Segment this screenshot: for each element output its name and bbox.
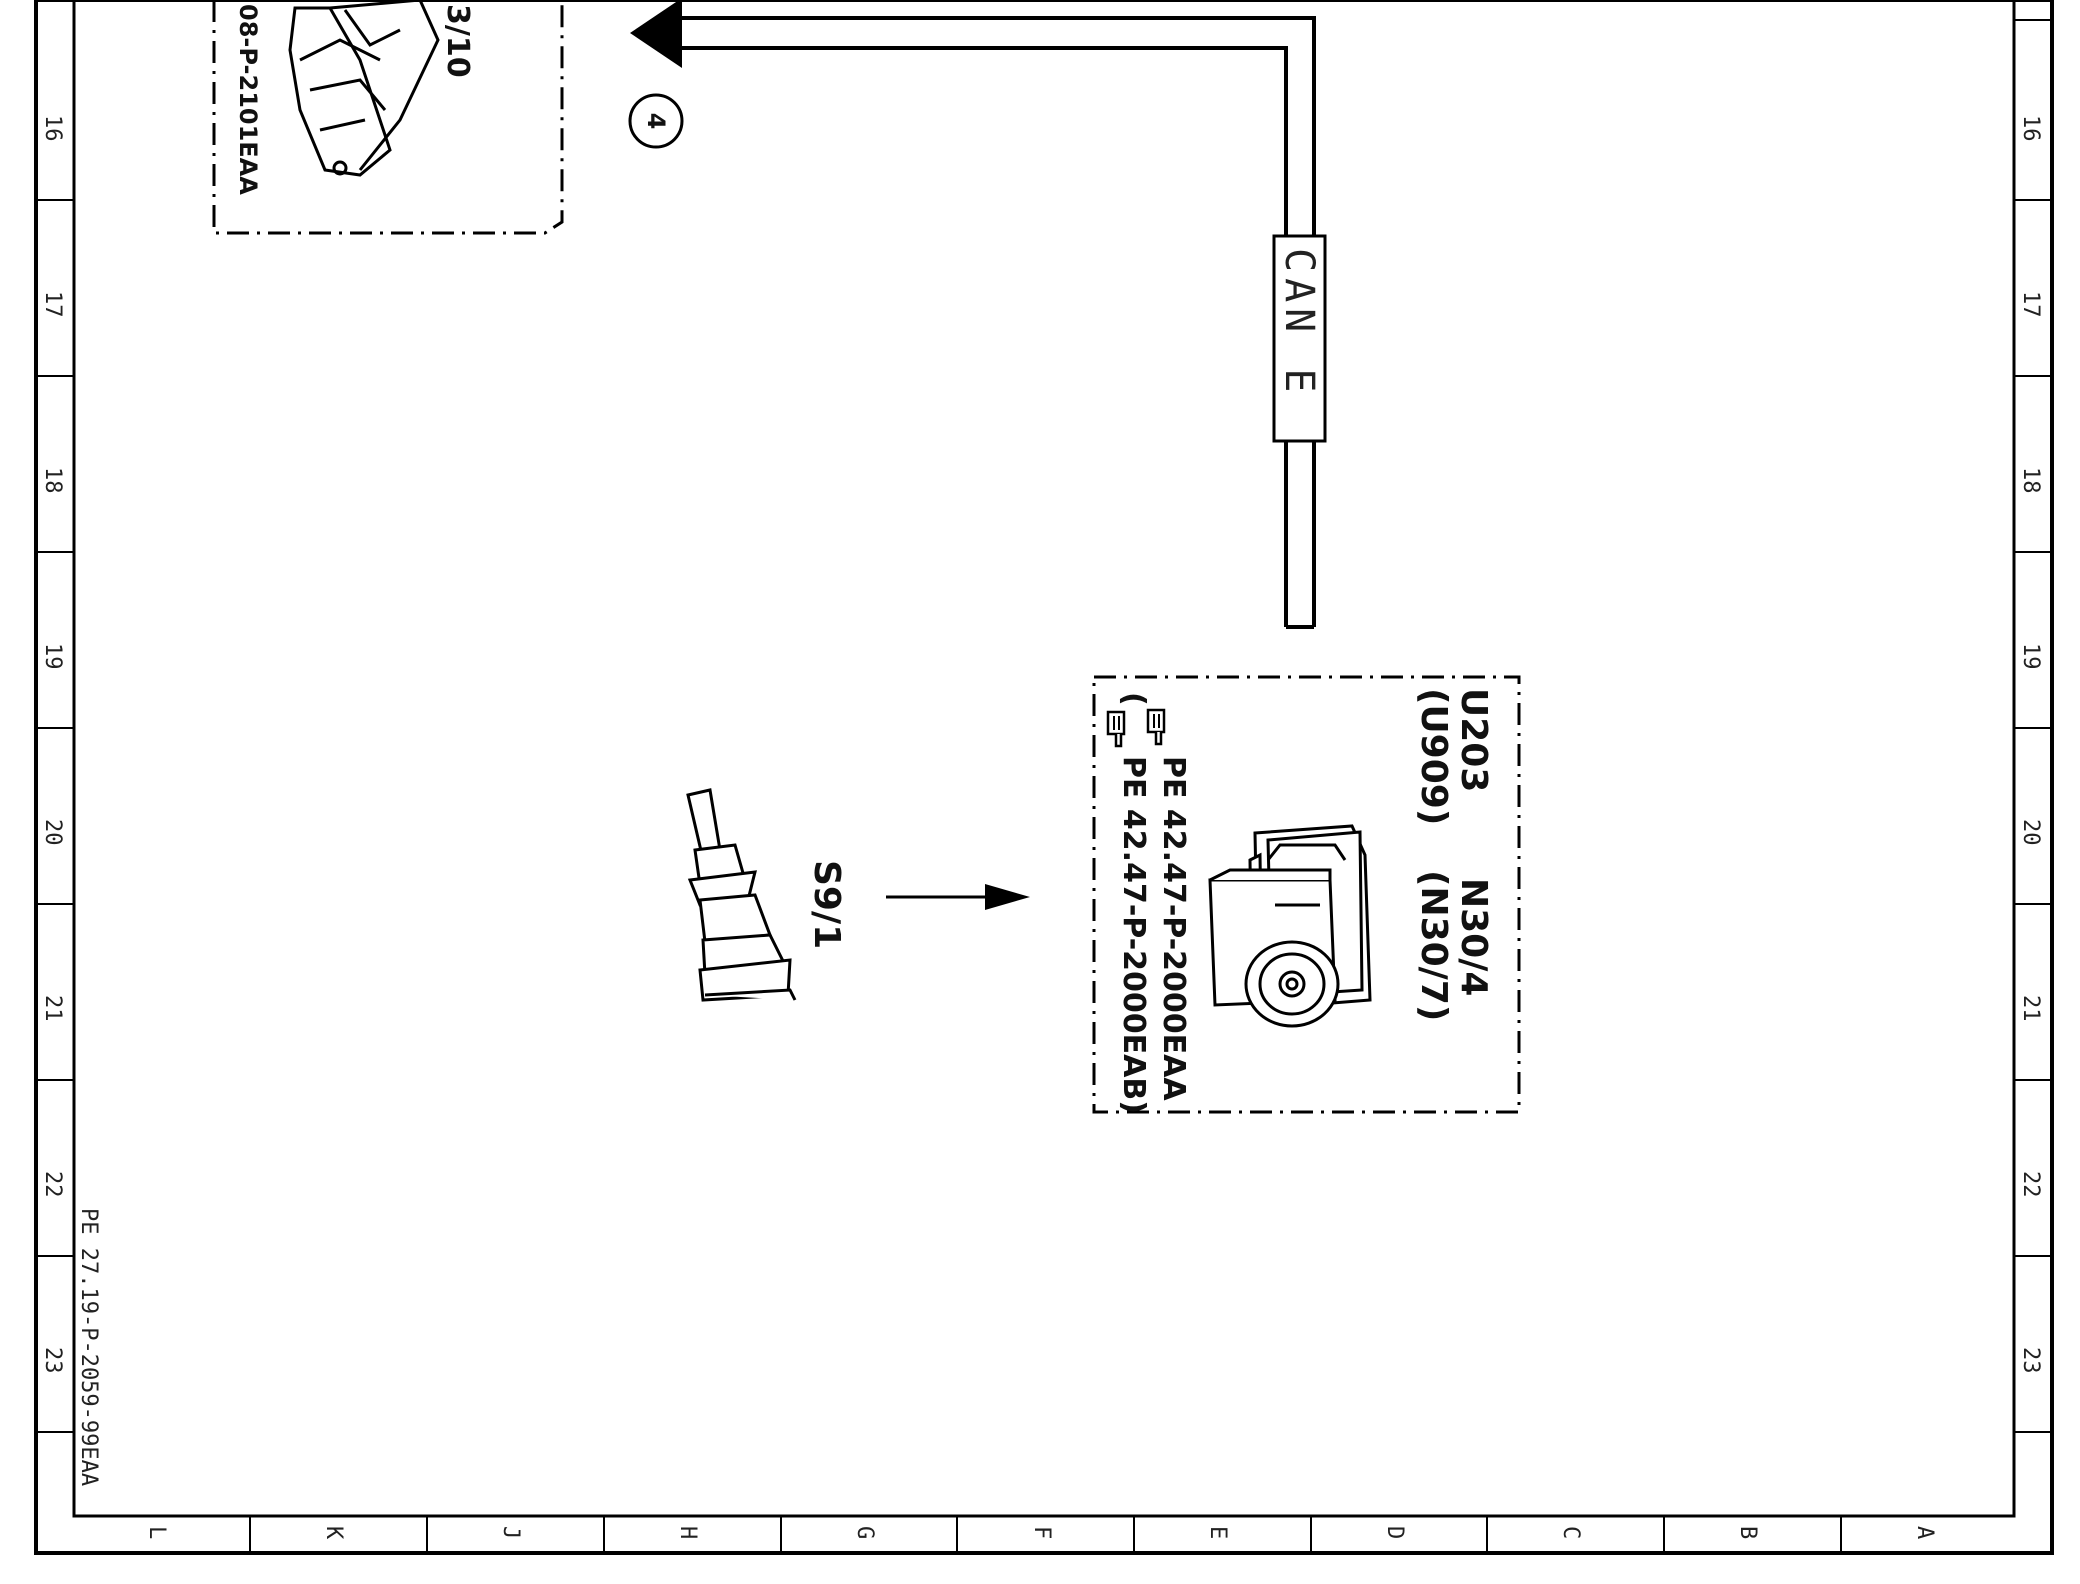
control-unit-code: N30/4 xyxy=(1453,878,1494,996)
column-label-K: K xyxy=(321,1526,346,1540)
outer-frame xyxy=(34,0,2054,1555)
top-component-ref: 08-P-2101EAA xyxy=(234,4,262,195)
top-module-icon xyxy=(288,0,440,177)
pointing-hand-icon xyxy=(1146,708,1166,746)
can-bus-label-box: CAN E xyxy=(1272,234,1327,443)
switch-icon xyxy=(686,788,797,1002)
row-ticks xyxy=(36,19,2052,1433)
control-unit-ref-alt-prefix: ( xyxy=(1116,692,1151,706)
row-label-23: 23 xyxy=(40,1347,65,1374)
row-label-21-right: 21 xyxy=(2018,995,2043,1022)
document-id: PE 27.19-P-2059-99EAA xyxy=(76,1208,101,1486)
column-label-A: A xyxy=(1912,1526,1937,1539)
row-label-22-right: 22 xyxy=(2018,1171,2043,1198)
row-label-20-right: 20 xyxy=(2018,819,2043,846)
control-unit-variant-alt: (U909) xyxy=(1413,688,1454,825)
row-label-17: 17 xyxy=(40,291,65,318)
connector-marker-label: 4 xyxy=(642,113,670,130)
row-label-17-right: 17 xyxy=(2018,291,2043,318)
row-labels-left: 16 17 18 19 20 21 22 23 xyxy=(40,115,65,1374)
can-bus-label: CAN E xyxy=(1276,248,1322,398)
row-labels-right: 16 17 18 19 20 21 22 23 xyxy=(2018,115,2043,1374)
top-component-code: 3/10 xyxy=(440,4,475,78)
column-label-D: D xyxy=(1382,1526,1407,1539)
row-label-19-right: 19 xyxy=(2018,643,2043,670)
control-unit-code-alt: (N30/7) xyxy=(1413,870,1454,1021)
row-label-23-right: 23 xyxy=(2018,1347,2043,1374)
switch-arrowhead xyxy=(985,884,1030,910)
column-label-C: C xyxy=(1558,1526,1583,1539)
top-component-box: 3/10 08-P-2101EAA xyxy=(212,0,564,235)
column-label-F: F xyxy=(1029,1526,1054,1539)
row-label-21: 21 xyxy=(40,995,65,1022)
column-labels: L K J H G F E D C B A xyxy=(144,1526,1937,1540)
switch-code: S9/1 xyxy=(806,860,847,949)
connector-marker: 4 xyxy=(628,93,684,149)
column-label-J: J xyxy=(498,1526,523,1539)
row-label-22: 22 xyxy=(40,1171,65,1198)
inner-frame xyxy=(72,0,2016,1518)
can-bus-arrowhead xyxy=(630,0,682,68)
control-unit-ref-alt: PE 42.47-P-2000EAB) xyxy=(1116,756,1151,1114)
column-label-H: H xyxy=(675,1526,700,1539)
control-unit-variant: U203 xyxy=(1453,688,1494,792)
control-unit-ref: PE 42.47-P-2000EAA xyxy=(1156,756,1191,1101)
row-label-20: 20 xyxy=(40,819,65,846)
can-bus-line xyxy=(680,16,1316,629)
brake-light-switch: S9/1 xyxy=(686,788,1030,1002)
column-label-B: B xyxy=(1735,1526,1760,1539)
control-unit-box: U203 (U909) N30/4 (N30/7) PE 42.47-P-200… xyxy=(1092,675,1521,1114)
control-unit-icon xyxy=(1208,824,1372,1028)
row-label-18-right: 18 xyxy=(2018,467,2043,494)
column-label-L: L xyxy=(144,1526,169,1539)
column-label-E: E xyxy=(1205,1526,1230,1539)
column-label-G: G xyxy=(852,1526,877,1539)
row-label-18: 18 xyxy=(40,467,65,494)
pointing-hand-icon xyxy=(1106,710,1126,748)
row-label-16-right: 16 xyxy=(2018,115,2043,142)
row-label-19: 19 xyxy=(40,643,65,670)
column-ticks xyxy=(249,1516,1842,1553)
row-label-16: 16 xyxy=(40,115,65,142)
